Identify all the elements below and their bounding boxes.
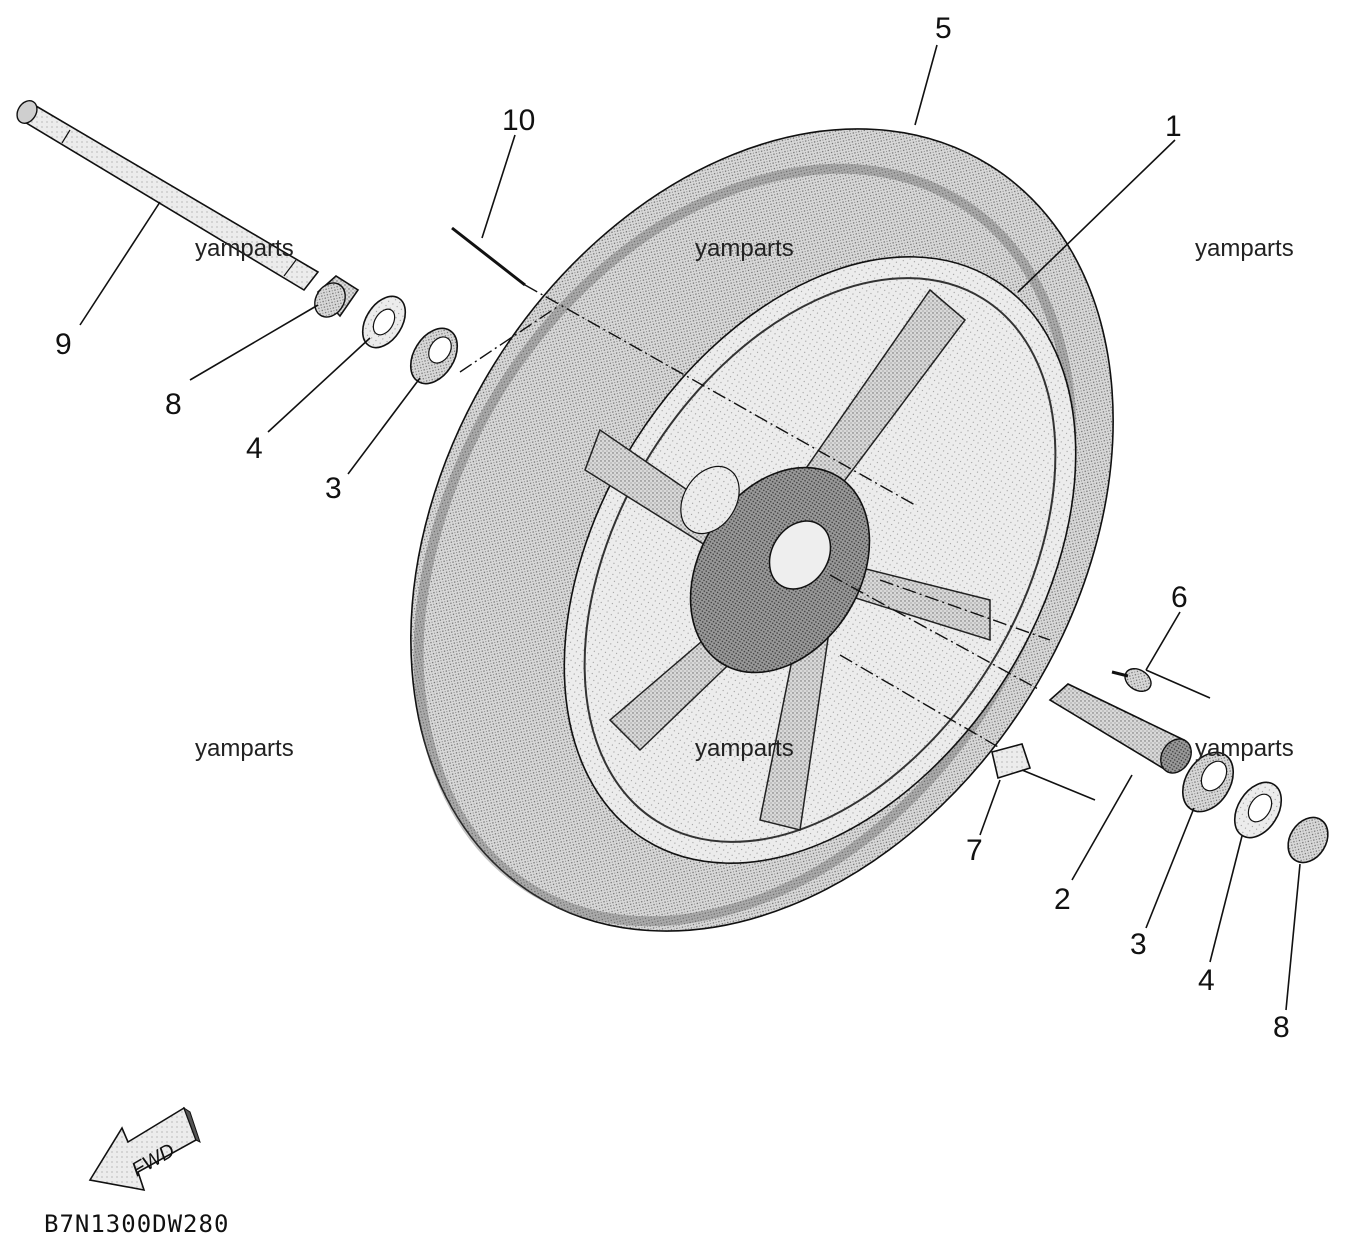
hub-axle-bore <box>768 520 832 590</box>
callout-4-right: 4 <box>1198 964 1215 997</box>
brake-disc-mount <box>680 465 740 535</box>
callout-7: 7 <box>966 834 983 867</box>
collar-left <box>314 275 360 318</box>
watermark: yamparts <box>195 235 294 262</box>
callout-10: 10 <box>502 104 535 137</box>
watermarks: yamparts yamparts yamparts yamparts yamp… <box>195 235 1294 762</box>
forward-arrow-icon: FWD <box>88 1106 201 1192</box>
callout-3-right: 3 <box>1130 928 1147 961</box>
assembly-lines <box>459 284 1051 749</box>
callout-6: 6 <box>1171 581 1188 614</box>
axle-spacer <box>1048 683 1192 774</box>
callout-1: 1 <box>1165 110 1182 143</box>
axle-shaft <box>16 100 320 292</box>
rim-inner-edge <box>583 277 1057 843</box>
balance-weight <box>451 226 526 287</box>
callout-labels: 1 5 10 9 8 4 3 6 7 2 3 4 8 <box>55 12 1290 1044</box>
callout-3-left: 3 <box>325 472 342 505</box>
callout-5: 5 <box>935 12 952 45</box>
callout-8-right: 8 <box>1273 1011 1290 1044</box>
watermark: yamparts <box>695 235 794 262</box>
collar-right <box>1287 816 1329 864</box>
callout-2: 2 <box>1054 883 1071 916</box>
watermark: yamparts <box>695 735 794 762</box>
callout-8-left: 8 <box>165 388 182 421</box>
diagram-code: B7N1300DW280 <box>44 1210 229 1238</box>
wheel-assembly <box>410 128 1114 932</box>
leader-lines <box>79 44 1301 1011</box>
callout-9: 9 <box>55 328 72 361</box>
callout-4-left: 4 <box>246 432 263 465</box>
watermark: yamparts <box>195 735 294 762</box>
watermark: yamparts <box>1195 235 1294 262</box>
balance-weight-block <box>991 743 1032 780</box>
watermark: yamparts <box>1195 735 1294 762</box>
tire-valve <box>1111 668 1152 692</box>
